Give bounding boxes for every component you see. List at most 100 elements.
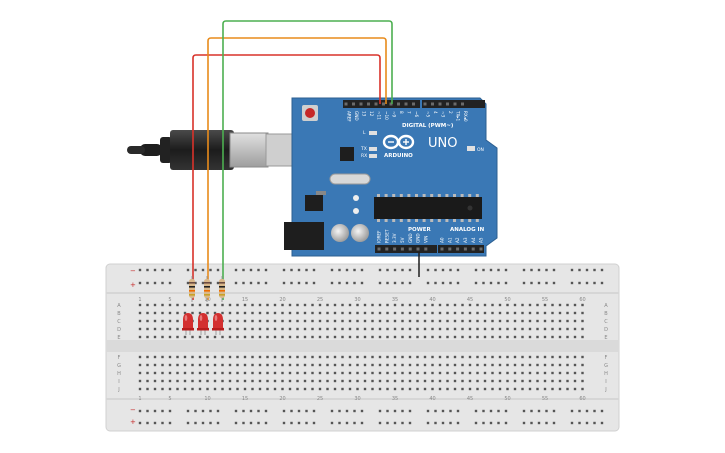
terminal-hole[interactable] <box>401 327 404 331</box>
rail-hole[interactable] <box>482 268 485 272</box>
rail-hole[interactable] <box>434 409 437 413</box>
terminal-hole[interactable] <box>191 335 194 339</box>
terminal-hole[interactable] <box>513 379 517 383</box>
terminal-hole[interactable] <box>558 327 562 331</box>
rail-hole[interactable] <box>168 409 172 413</box>
terminal-hole[interactable] <box>581 387 584 391</box>
terminal-hole[interactable] <box>341 363 344 367</box>
terminal-hole[interactable] <box>266 355 269 359</box>
terminal-hole[interactable] <box>581 355 584 359</box>
rail-hole[interactable] <box>530 409 533 413</box>
terminal-hole[interactable] <box>408 311 412 315</box>
terminal-hole[interactable] <box>423 319 427 323</box>
terminal-hole[interactable] <box>378 311 382 315</box>
terminal-hole[interactable] <box>416 371 419 375</box>
terminal-hole[interactable] <box>476 379 479 383</box>
header-pin[interactable] <box>461 102 464 106</box>
terminal-hole[interactable] <box>198 387 202 391</box>
terminal-hole[interactable] <box>288 371 292 375</box>
terminal-hole[interactable] <box>266 327 269 331</box>
terminal-hole[interactable] <box>333 379 337 383</box>
header-pin[interactable] <box>359 102 363 106</box>
rail-hole[interactable] <box>194 421 197 425</box>
rail-hole[interactable] <box>194 409 197 413</box>
terminal-hole[interactable] <box>431 355 434 359</box>
terminal-hole[interactable] <box>333 303 337 307</box>
terminal-hole[interactable] <box>363 335 367 339</box>
terminal-hole[interactable] <box>206 387 209 391</box>
rail-hole[interactable] <box>353 281 356 285</box>
terminal-hole[interactable] <box>221 311 224 315</box>
terminal-hole[interactable] <box>281 387 284 391</box>
terminal-hole[interactable] <box>153 371 157 375</box>
terminal-hole[interactable] <box>438 327 442 331</box>
terminal-hole[interactable] <box>528 355 532 359</box>
terminal-hole[interactable] <box>401 379 404 383</box>
terminal-hole[interactable] <box>228 387 232 391</box>
terminal-hole[interactable] <box>213 387 217 391</box>
terminal-hole[interactable] <box>191 355 194 359</box>
terminal-hole[interactable] <box>468 327 472 331</box>
signal-wires[interactable] <box>192 20 393 300</box>
rail-hole[interactable] <box>537 268 541 272</box>
terminal-hole[interactable] <box>468 379 472 383</box>
terminal-hole[interactable] <box>228 319 232 323</box>
terminal-hole[interactable] <box>371 303 374 307</box>
terminal-hole[interactable] <box>378 355 382 359</box>
rail-hole[interactable] <box>522 409 526 413</box>
terminal-hole[interactable] <box>258 371 262 375</box>
terminal-hole[interactable] <box>468 335 472 339</box>
terminal-hole[interactable] <box>348 311 352 315</box>
terminal-hole[interactable] <box>431 363 434 367</box>
terminal-hole[interactable] <box>176 363 179 367</box>
terminal-hole[interactable] <box>333 335 337 339</box>
rail-hole[interactable] <box>290 421 293 425</box>
terminal-hole[interactable] <box>236 311 239 315</box>
terminal-hole[interactable] <box>311 379 314 383</box>
terminal-hole[interactable] <box>363 311 367 315</box>
rail-hole[interactable] <box>146 281 149 285</box>
terminal-hole[interactable] <box>371 327 374 331</box>
rail-hole[interactable] <box>378 421 382 425</box>
terminal-hole[interactable] <box>363 327 367 331</box>
terminal-hole[interactable] <box>408 387 412 391</box>
terminal-hole[interactable] <box>506 319 509 323</box>
rail-hole[interactable] <box>249 409 253 413</box>
terminal-hole[interactable] <box>221 335 224 339</box>
terminal-hole[interactable] <box>438 379 442 383</box>
terminal-hole[interactable] <box>483 335 487 339</box>
terminal-hole[interactable] <box>431 387 434 391</box>
rail-hole[interactable] <box>297 409 301 413</box>
terminal-hole[interactable] <box>446 355 449 359</box>
terminal-hole[interactable] <box>558 379 562 383</box>
terminal-hole[interactable] <box>153 387 157 391</box>
terminal-hole[interactable] <box>333 319 337 323</box>
terminal-hole[interactable] <box>558 371 562 375</box>
terminal-hole[interactable] <box>468 311 472 315</box>
terminal-hole[interactable] <box>438 311 442 315</box>
terminal-hole[interactable] <box>401 311 404 315</box>
terminal-hole[interactable] <box>206 303 209 307</box>
rail-hole[interactable] <box>434 281 437 285</box>
terminal-hole[interactable] <box>273 363 277 367</box>
terminal-hole[interactable] <box>551 303 554 307</box>
terminal-hole[interactable] <box>536 327 539 331</box>
terminal-hole[interactable] <box>183 379 187 383</box>
rail-hole[interactable] <box>449 421 452 425</box>
terminal-hole[interactable] <box>386 355 389 359</box>
terminal-hole[interactable] <box>521 379 524 383</box>
terminal-hole[interactable] <box>521 319 524 323</box>
terminal-hole[interactable] <box>183 371 187 375</box>
terminal-hole[interactable] <box>183 335 187 339</box>
terminal-hole[interactable] <box>311 363 314 367</box>
terminal-hole[interactable] <box>341 311 344 315</box>
terminal-hole[interactable] <box>506 311 509 315</box>
terminal-hole[interactable] <box>566 387 569 391</box>
terminal-hole[interactable] <box>498 303 502 307</box>
rail-hole[interactable] <box>338 268 341 272</box>
terminal-hole[interactable] <box>153 319 157 323</box>
terminal-hole[interactable] <box>243 327 247 331</box>
terminal-hole[interactable] <box>468 303 472 307</box>
terminal-hole[interactable] <box>566 311 569 315</box>
terminal-hole[interactable] <box>393 303 397 307</box>
